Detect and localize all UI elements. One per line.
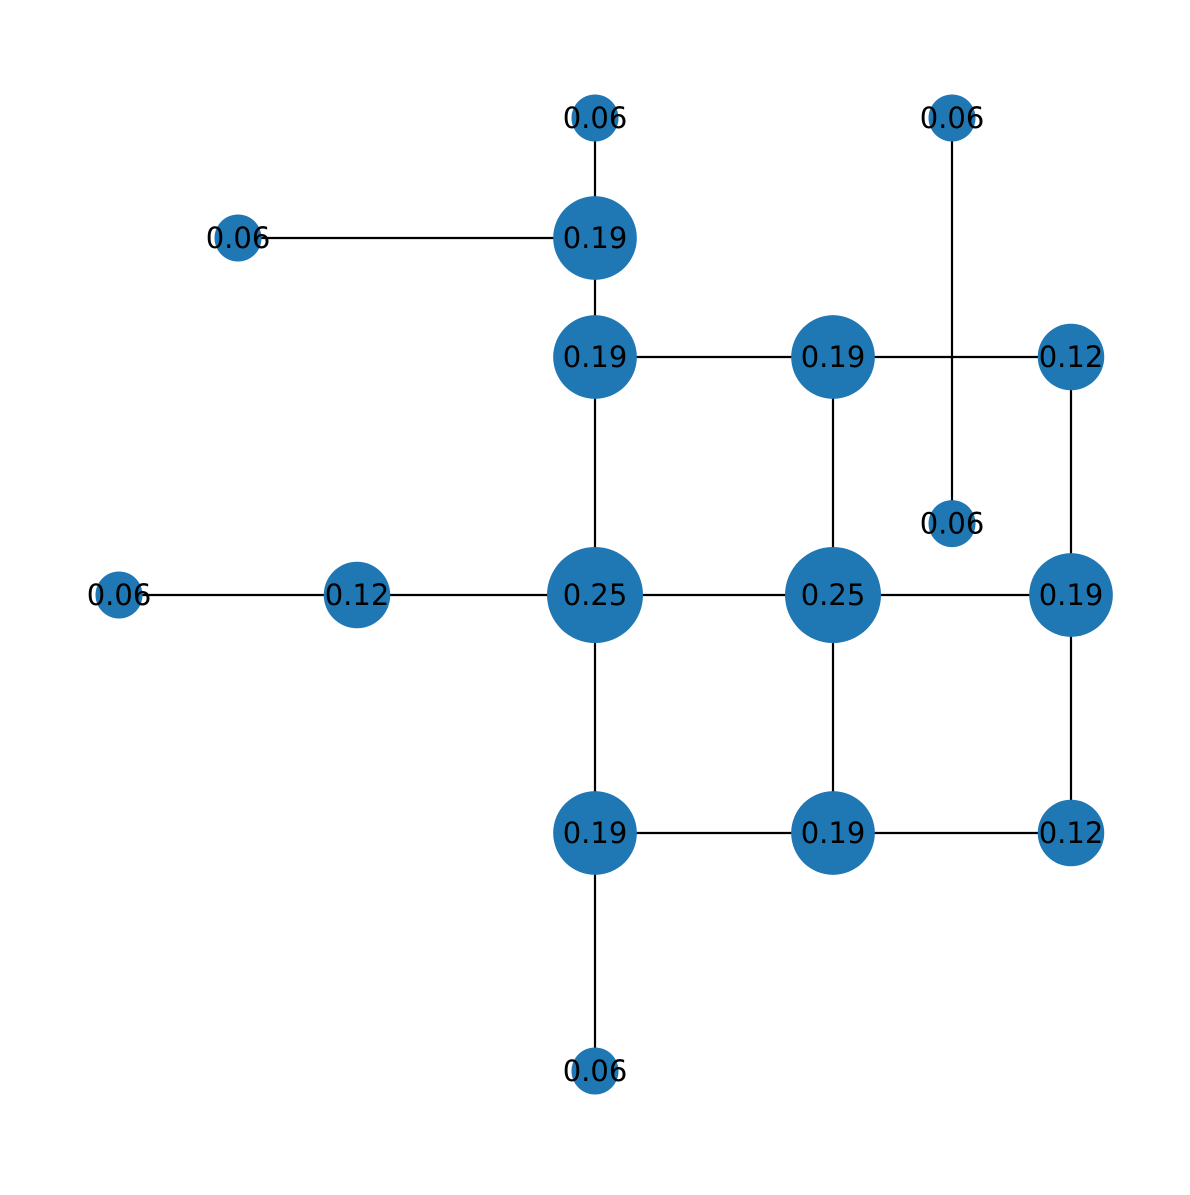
node-J (323, 561, 391, 629)
node-label-Q: 0.06 (563, 1054, 628, 1088)
node-E (553, 315, 637, 399)
node-Q (571, 1047, 619, 1095)
node-label-M: 0.19 (1039, 578, 1104, 612)
node-N (553, 791, 637, 875)
nodes-layer: 0.06 0.06 0.19 0.06 0.19 0.19 0.12 0.06 0.06 0.12… (87, 94, 1113, 1095)
node-K (547, 547, 643, 643)
node-label-N: 0.19 (563, 816, 628, 850)
node-label-I: 0.06 (87, 578, 152, 612)
node-H (928, 500, 976, 548)
node-D (928, 94, 976, 142)
node-L (785, 547, 881, 643)
node-A (571, 94, 619, 142)
node-label-E: 0.19 (563, 340, 628, 374)
node-B (214, 214, 262, 262)
node-label-H: 0.06 (920, 507, 985, 541)
node-label-O: 0.19 (801, 816, 866, 850)
node-M (1029, 553, 1113, 637)
node-label-D: 0.06 (920, 101, 985, 135)
node-label-A: 0.06 (563, 101, 628, 135)
node-F (791, 315, 875, 399)
node-I (95, 571, 143, 619)
node-label-L: 0.25 (801, 578, 866, 612)
node-G (1037, 323, 1105, 391)
node-label-P: 0.12 (1039, 816, 1104, 850)
node-label-K: 0.25 (563, 578, 628, 612)
node-C (553, 196, 637, 280)
node-O (791, 791, 875, 875)
node-label-J: 0.12 (325, 578, 390, 612)
node-label-C: 0.19 (563, 221, 628, 255)
node-P (1037, 799, 1105, 867)
node-label-B: 0.06 (206, 221, 271, 255)
node-label-F: 0.19 (801, 340, 866, 374)
node-label-G: 0.12 (1039, 340, 1104, 374)
